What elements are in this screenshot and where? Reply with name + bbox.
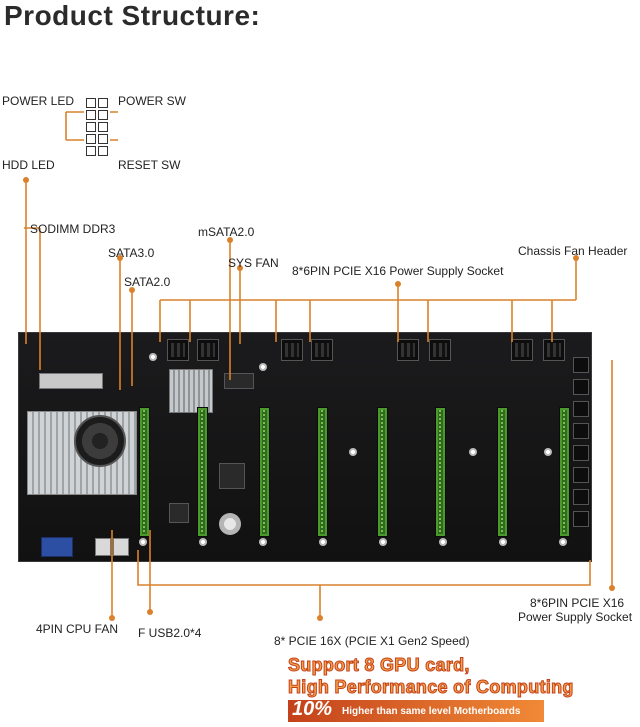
usb-port: [113, 538, 129, 556]
chip: [219, 463, 245, 489]
mount-hole: [469, 448, 477, 456]
pcie-power-socket: [281, 339, 303, 361]
sodimm-slot: [39, 373, 103, 389]
pcie-power-socket-side: [573, 489, 589, 505]
label-sys-fan: SYS FAN: [228, 256, 279, 270]
pcie-slot: [435, 407, 446, 537]
label-sata3: SATA3.0: [108, 246, 155, 260]
label-msata: mSATA2.0: [198, 225, 255, 239]
label-pcie-slots: 8* PCIE 16X (PCIE X1 Gen2 Speed): [274, 634, 470, 648]
pcie-power-socket-side: [573, 423, 589, 439]
pcie-power-socket-side: [573, 511, 589, 527]
pcie-slot: [559, 407, 570, 537]
pcie-power-socket: [197, 339, 219, 361]
promo-subtext: Higher than same level Motherboards: [342, 706, 521, 717]
pcie-power-socket-side: [573, 401, 589, 417]
mount-hole: [259, 363, 267, 371]
mount-hole: [499, 538, 507, 546]
mount-hole: [544, 448, 552, 456]
page-title: Product Structure:: [4, 0, 261, 31]
label-sodimm: SODIMM DDR3: [30, 222, 116, 236]
label-power-led: POWER LED: [2, 94, 75, 108]
label-sata2: SATA2.0: [124, 275, 171, 289]
pcie-slot: [139, 407, 150, 537]
mount-hole: [439, 538, 447, 546]
pcie-power-socket: [429, 339, 451, 361]
mount-hole: [259, 538, 267, 546]
pcie-slot: [497, 407, 508, 537]
label-reset-sw: RESET SW: [118, 158, 181, 172]
pcie-power-socket-side: [573, 379, 589, 395]
label-chassis-fan: Chassis Fan Header: [518, 244, 628, 258]
pcie-power-socket: [511, 339, 533, 361]
label-pcie-power-right-1: 8*6PIN PCIE X16: [530, 596, 625, 610]
msata-slot: [224, 373, 254, 389]
cmos-battery: [219, 513, 241, 535]
promo-line2: High Performance of Computing: [288, 677, 574, 698]
pcie-slot: [377, 407, 388, 537]
front-panel-header-icon: [86, 98, 110, 156]
mount-hole: [379, 538, 387, 546]
pcie-power-socket-side: [573, 357, 589, 373]
pcie-power-socket: [167, 339, 189, 361]
pcie-slot: [197, 407, 208, 537]
pcie-power-socket-side: [573, 467, 589, 483]
promo-percent: 10%: [292, 698, 333, 720]
pcie-slot: [317, 407, 328, 537]
chip: [169, 503, 189, 523]
pcie-power-socket: [543, 339, 565, 361]
label-f-usb: F USB2.0*4: [138, 626, 202, 640]
pcie-slot: [259, 407, 270, 537]
vga-port: [41, 537, 73, 557]
mount-hole: [319, 538, 327, 546]
mount-hole: [349, 448, 357, 456]
mount-hole: [149, 353, 157, 361]
label-pcie-power-top: 8*6PIN PCIE X16 Power Supply Socket: [292, 264, 504, 278]
chipset-heatsink: [169, 369, 213, 413]
label-hdd-led: HDD LED: [2, 158, 55, 172]
motherboard-image: [18, 332, 592, 562]
label-pcie-power-right-2: Power Supply Socket: [518, 610, 633, 624]
label-cpu-fan: 4PIN CPU FAN: [36, 622, 119, 636]
label-power-sw: POWER SW: [118, 94, 186, 108]
cpu-fan-icon: [74, 415, 126, 467]
pcie-power-socket: [311, 339, 333, 361]
promo-line1: Support 8 GPU card,: [288, 655, 470, 676]
mount-hole: [199, 538, 207, 546]
mount-hole: [559, 538, 567, 546]
pcie-power-socket-side: [573, 445, 589, 461]
promo-banner: [288, 700, 544, 722]
pcie-power-socket: [397, 339, 419, 361]
mount-hole: [139, 538, 147, 546]
usb-port: [95, 538, 111, 556]
